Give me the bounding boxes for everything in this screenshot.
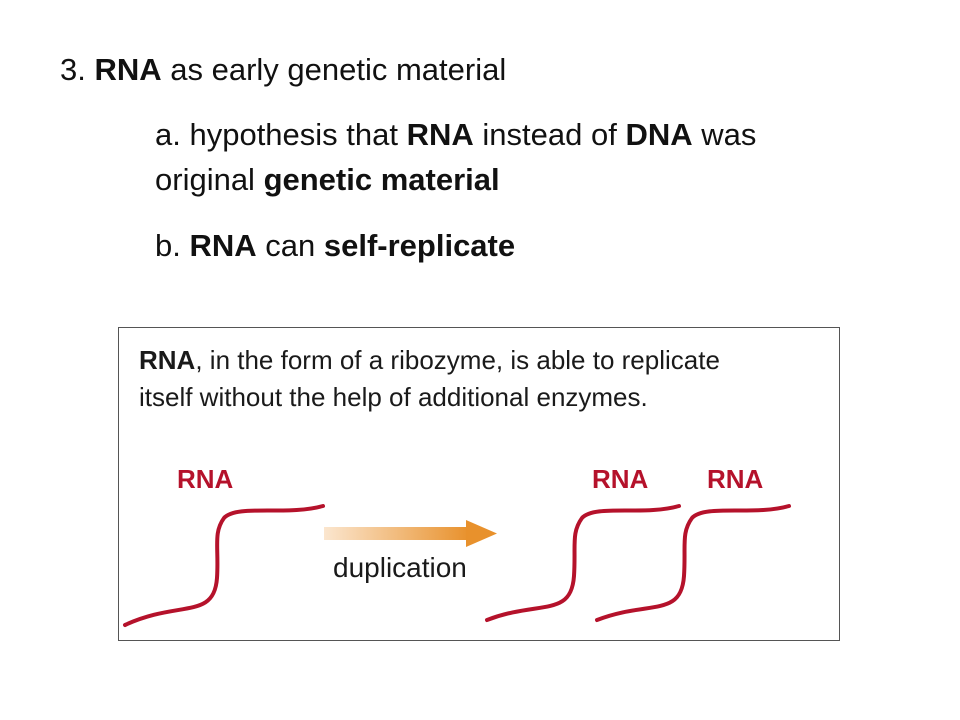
rna-strand-copy-1 [485,504,681,622]
point-a-line-2: original genetic material [155,162,500,197]
rna-strand-copy-2 [595,504,791,622]
duplication-arrow [324,520,497,547]
point-b: b. RNA can self-replicate [155,228,516,263]
rna-duplication-figure: RNA, in the form of a ribozyme, is able … [118,327,840,641]
rna-label-copy-2: RNA [707,464,764,494]
point-a-line-1: a. hypothesis that RNA instead of DNA wa… [155,117,757,152]
duplication-label: duplication [333,552,467,583]
rna-strand-original [123,504,325,627]
rna-strands-diagram [123,504,791,627]
rna-label-copy-1: RNA [592,464,649,494]
figure-caption-line-2: itself without the help of additional en… [139,382,648,412]
figure-caption-line-1: RNA, in the form of a ribozyme, is able … [139,345,720,375]
heading-rna-early-genetic-material: 3. RNA as early genetic material [60,52,507,87]
rna-label-original: RNA [177,464,234,494]
